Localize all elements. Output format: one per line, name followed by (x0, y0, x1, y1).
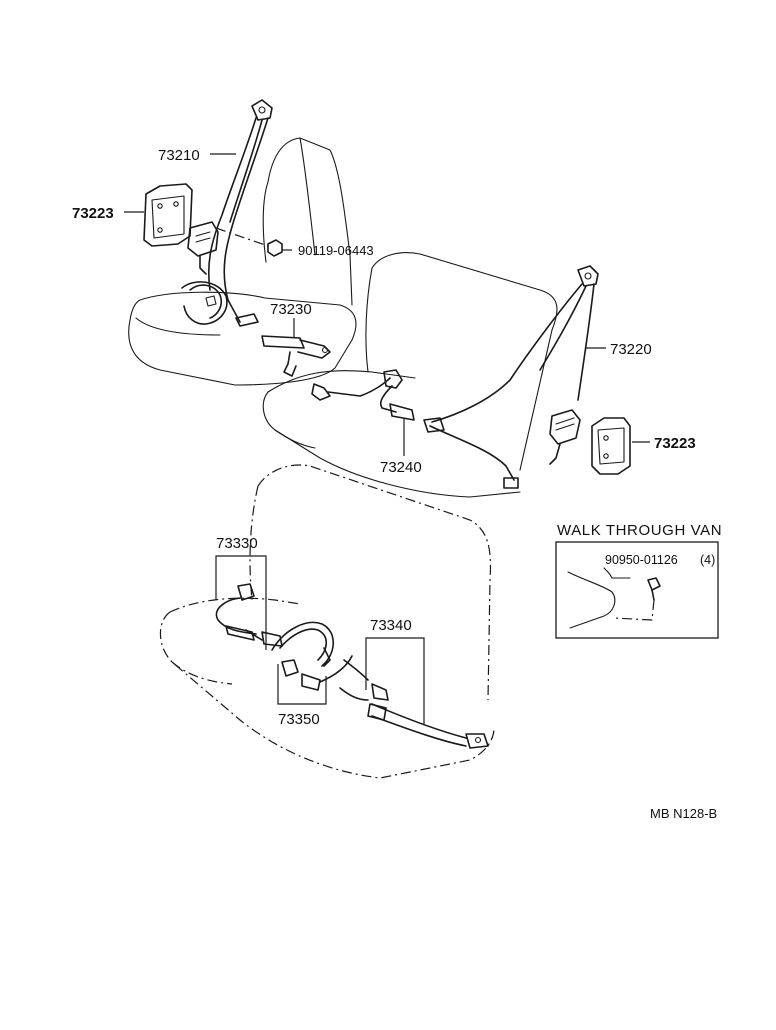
label-73223-left: 73223 (72, 205, 114, 222)
cover-73223-left (143, 183, 193, 247)
label-73330: 73330 (216, 535, 258, 552)
buckle-73230 (261, 335, 331, 377)
belt-assembly-73340 (339, 659, 489, 749)
leader-lines (124, 153, 650, 724)
label-73223-right: 73223 (654, 435, 696, 452)
label-73240: 73240 (380, 459, 422, 476)
driver-seat (128, 137, 357, 386)
belt-assembly-73350 (271, 621, 353, 691)
inset-quantity: (4) (700, 553, 715, 567)
label-73230: 73230 (270, 301, 312, 318)
inset-part-number: 90950-01126 (605, 553, 678, 567)
belt-assembly-73210 (181, 99, 273, 327)
label-90119-06443: 90119-06443 (298, 243, 374, 258)
buckle-73240 (311, 369, 415, 421)
front-bench-seat (262, 252, 558, 498)
label-73340: 73340 (370, 617, 412, 634)
label-73210: 73210 (158, 147, 200, 164)
cover-73223-right (591, 417, 631, 475)
belt-assembly-73220 (423, 265, 599, 489)
walk-through-van-inset: WALK THROUGH VAN 90950-01126 (4) (555, 522, 722, 639)
belt-assembly-73330 (215, 583, 283, 647)
label-73350: 73350 (278, 711, 320, 728)
inset-title: WALK THROUGH VAN (557, 522, 722, 539)
label-73220: 73220 (610, 341, 652, 358)
diagram-reference-code: MB N128-B (650, 806, 717, 821)
bolt-90119 (215, 227, 283, 257)
